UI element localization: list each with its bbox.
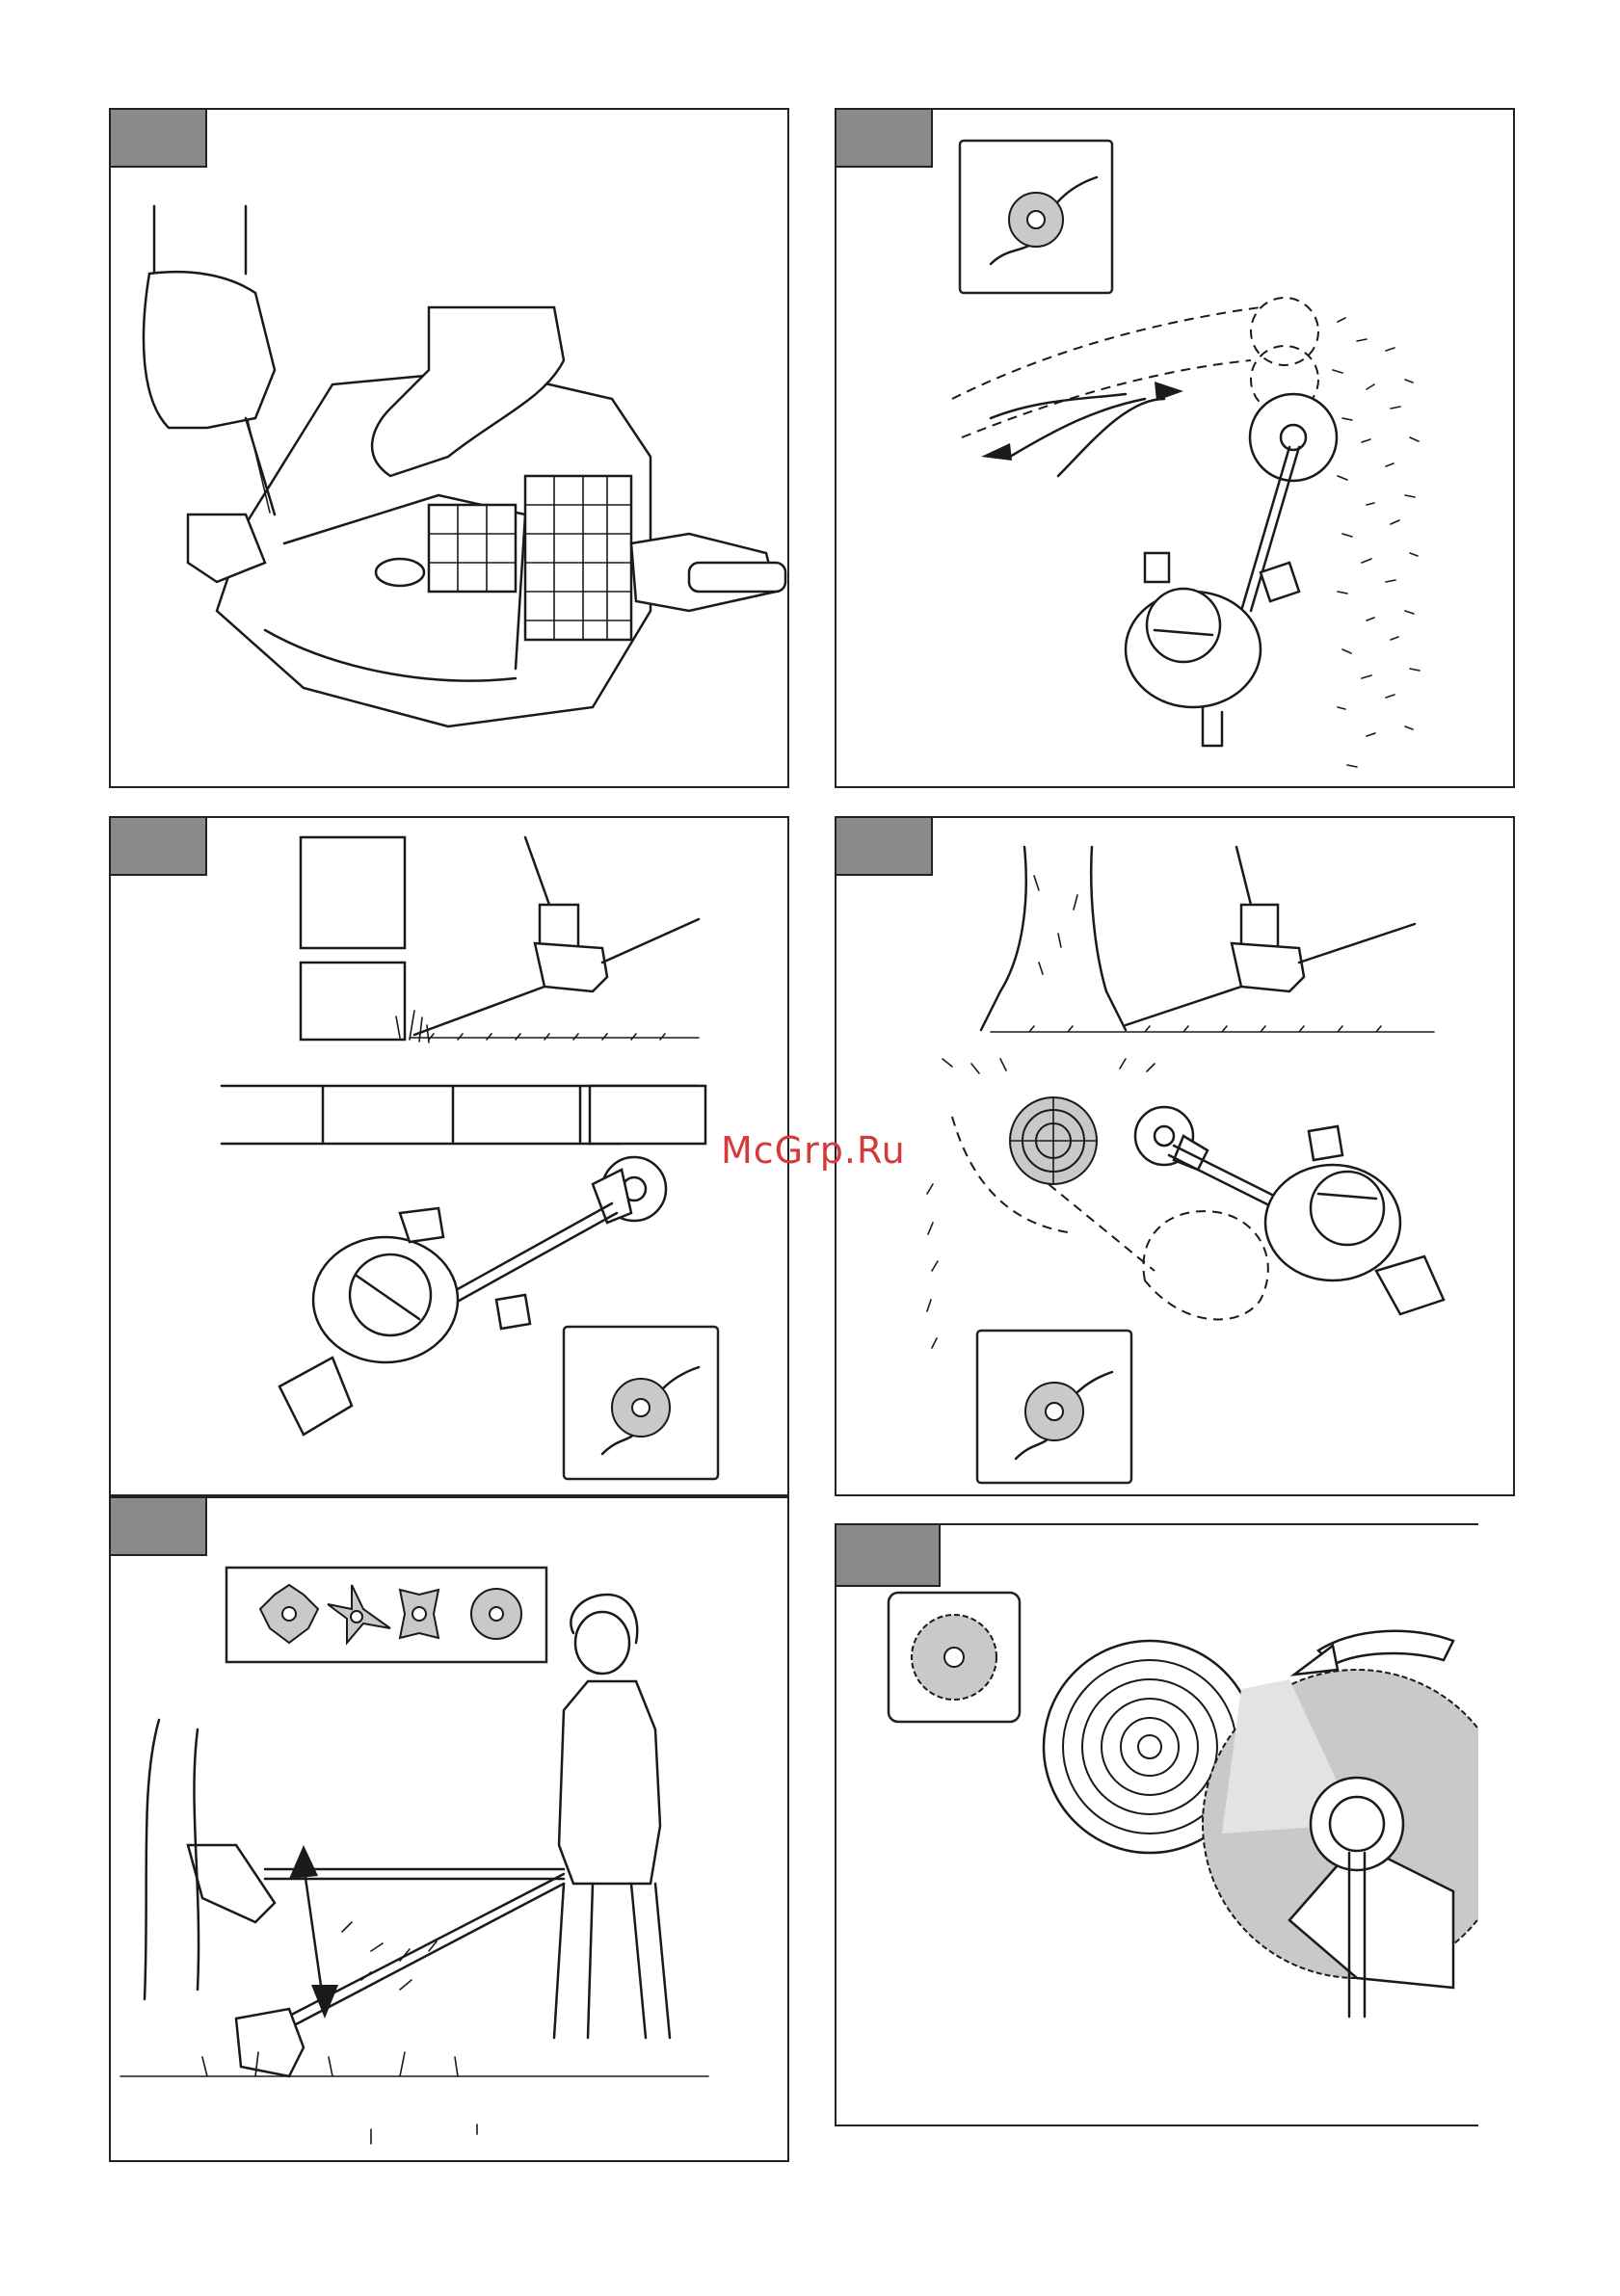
- trimming-along-wall-illustration: [111, 818, 789, 1496]
- wall-block: [301, 963, 405, 1040]
- trimmer-head-icon: [960, 141, 1112, 293]
- grass-blades-icon: [226, 1568, 546, 1662]
- figure-panel-6: [835, 1523, 1478, 2126]
- tree-stump: [1010, 1097, 1097, 1184]
- wall-block: [590, 1086, 705, 1144]
- trimming-around-tree-illustration: [837, 818, 1515, 1496]
- saw-blade-icon: [889, 1593, 1020, 1722]
- wall-block: [301, 837, 405, 948]
- bush-texture: [1333, 318, 1420, 767]
- watermark: McGrp.Ru: [721, 1129, 906, 1172]
- control-button: [376, 559, 424, 586]
- figure-panel-3: [109, 816, 789, 1496]
- trimmer-swing-arc-illustration: [837, 110, 1515, 788]
- figure-panel-4: [835, 816, 1515, 1496]
- figure-panel-2: [835, 108, 1515, 788]
- trimmer-head-icon: [564, 1327, 718, 1479]
- grass-blade-cutting-illustration: [111, 1498, 789, 2162]
- carburetor-adjustment-illustration: [111, 110, 789, 788]
- trimmer-head-icon: [977, 1331, 1131, 1483]
- saw-blade-cutting-log-illustration: [837, 1525, 1478, 2126]
- figure-panel-5: [109, 1496, 789, 2162]
- figure-panel-1: [109, 108, 789, 788]
